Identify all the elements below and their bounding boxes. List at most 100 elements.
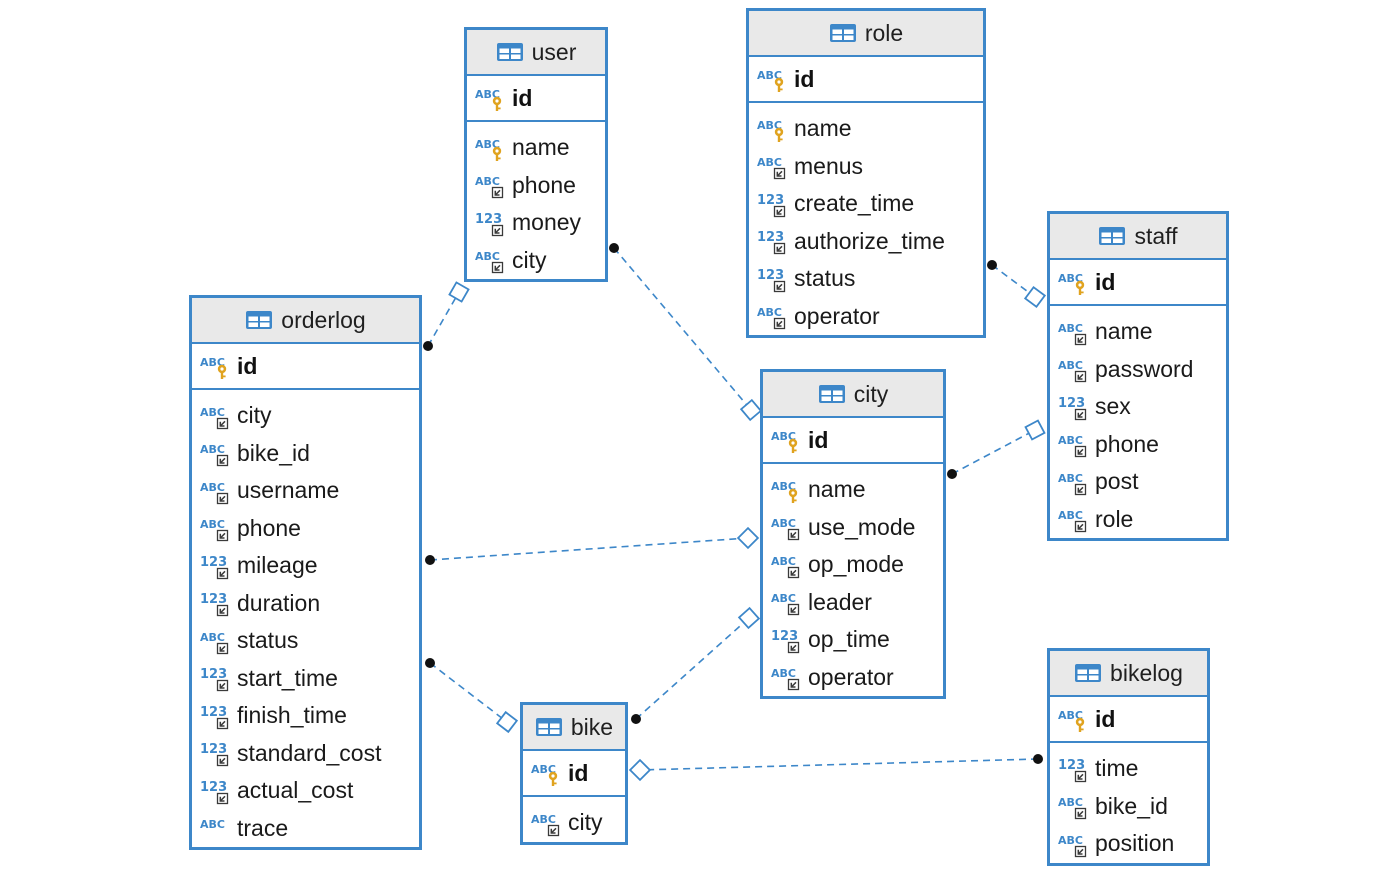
relationship-dot-end — [987, 260, 997, 270]
entity-header[interactable]: staff — [1050, 214, 1226, 260]
svg-text:ABC: ABC — [531, 813, 556, 826]
string-type-icon: ABC — [1058, 318, 1090, 346]
column-name: use_mode — [808, 513, 916, 540]
entity-header[interactable]: bike — [523, 705, 625, 751]
column-name: mileage — [237, 552, 318, 579]
string-type-icon: ABC — [200, 514, 232, 542]
column-name: menus — [794, 152, 864, 179]
entity-header[interactable]: role — [749, 11, 983, 57]
entity-title: orderlog — [281, 306, 366, 333]
primary-key-icon: ABC — [1058, 705, 1090, 733]
svg-text:ABC: ABC — [200, 818, 225, 831]
svg-text:ABC: ABC — [475, 175, 500, 188]
column-name: username — [237, 477, 340, 504]
column-name: status — [237, 627, 299, 654]
relationship-bike-city[interactable] — [631, 606, 761, 724]
svg-text:ABC: ABC — [1058, 509, 1083, 522]
relationship-orderlog-bike[interactable] — [425, 658, 519, 734]
primary-key-name: id — [794, 65, 815, 92]
column-name: start_time — [237, 664, 338, 691]
relationship-orderlog-city[interactable] — [425, 526, 760, 565]
relationship-city-staff[interactable] — [947, 419, 1046, 479]
entity-header[interactable]: orderlog — [192, 298, 419, 344]
numeric-type-icon: 123 — [771, 626, 803, 654]
entity-header[interactable]: bikelog — [1050, 651, 1207, 697]
entity-title: bikelog — [1110, 659, 1183, 686]
svg-text:123: 123 — [475, 212, 502, 227]
relationship-role-staff[interactable] — [987, 260, 1047, 309]
column-name: bike_id — [237, 439, 310, 466]
relationship-bikelog-bike[interactable] — [628, 754, 1043, 782]
string-type-icon: ABC — [200, 402, 232, 430]
relationship-user-city[interactable] — [609, 243, 763, 422]
relationship-dot-end — [947, 469, 957, 479]
svg-text:123: 123 — [200, 667, 227, 682]
relationship-orderlog-user[interactable] — [423, 281, 470, 351]
column-name: phone — [237, 514, 301, 541]
svg-text:123: 123 — [200, 742, 227, 757]
table-icon — [829, 23, 857, 43]
entity-header[interactable]: user — [467, 30, 605, 76]
entity-title: role — [864, 19, 904, 46]
column-name: name — [794, 115, 852, 142]
numeric-type-icon: 123 — [200, 552, 232, 580]
entity-header[interactable]: city — [763, 372, 943, 418]
string-type-icon: ABC — [771, 588, 803, 616]
relationship-square-end — [495, 710, 519, 734]
entity-title: user — [531, 38, 577, 65]
column-row-start-time[interactable]: 123 start_time — [192, 660, 419, 698]
